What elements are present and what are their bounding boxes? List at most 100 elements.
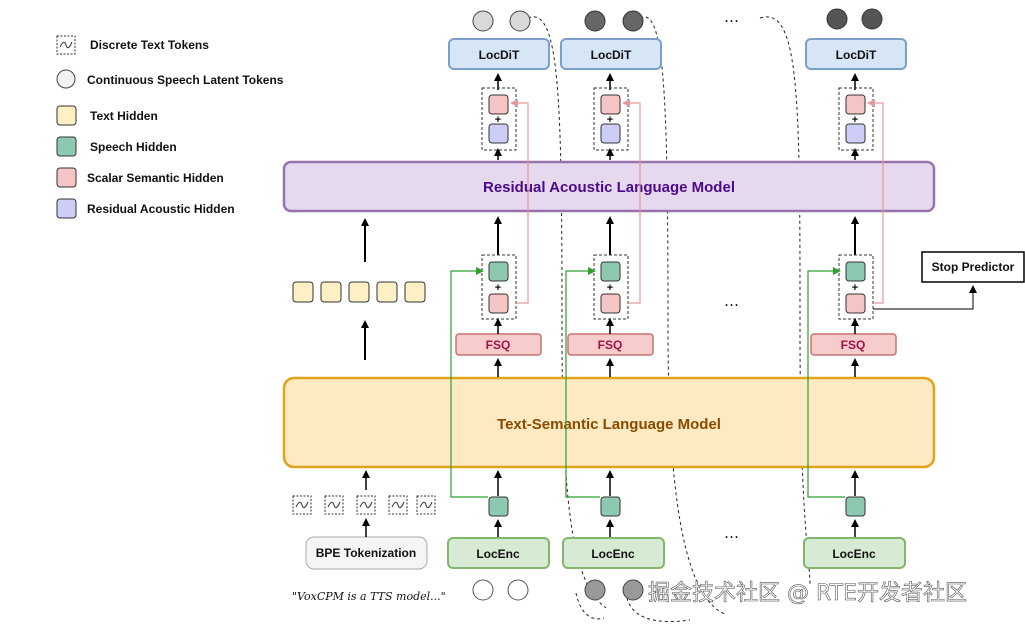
ellipsis-bottom: … bbox=[724, 524, 739, 542]
loop-path-3 bbox=[759, 16, 811, 586]
speech-hidden-cell bbox=[845, 496, 866, 517]
speech-column-3: LocDiT + + FSQ Stop Predictor LocEnc bbox=[803, 8, 1025, 569]
scalar-semantic-swatch bbox=[56, 167, 77, 188]
locenc-label: LocEnc bbox=[832, 547, 876, 561]
legend-label: Residual Acoustic Hidden bbox=[87, 202, 235, 216]
locdit-label: LocDiT bbox=[591, 48, 632, 62]
green-skip-arrow bbox=[450, 267, 488, 498]
locdit-box bbox=[805, 38, 907, 70]
text-column: "VoxCPM is a TTS model..." BPE Tokenizat… bbox=[292, 218, 446, 603]
text-token-icon bbox=[56, 35, 76, 55]
speech-hidden-cell bbox=[600, 496, 621, 517]
residual-acoustic-cell bbox=[845, 123, 866, 144]
locdit-label: LocDiT bbox=[479, 48, 520, 62]
plus-sign: + bbox=[607, 114, 613, 126]
fsq-label: FSQ bbox=[486, 338, 511, 352]
text-hidden-cell bbox=[292, 281, 314, 303]
autoregressive-loops bbox=[527, 16, 811, 623]
stop-predictor-box bbox=[921, 251, 1025, 283]
arrow-to-stop-predictor bbox=[873, 285, 977, 310]
text-hidden-row bbox=[292, 281, 426, 303]
plus-sign: + bbox=[852, 114, 858, 126]
output-latent-circle bbox=[826, 8, 848, 30]
input-latent-circle bbox=[584, 579, 606, 601]
green-skip-arrow bbox=[807, 267, 845, 498]
locenc-box bbox=[562, 537, 665, 569]
output-latent-circle bbox=[472, 10, 494, 32]
plus-sign: + bbox=[495, 114, 501, 126]
tslm-label: Text-Semantic Language Model bbox=[497, 416, 721, 433]
text-token-icon bbox=[292, 495, 312, 515]
plus-sign: + bbox=[495, 282, 501, 294]
residual-acoustic-cell bbox=[488, 123, 509, 144]
speech-hidden-cell bbox=[845, 261, 866, 282]
speech-column-1: LocDiT + + FSQ LocEnc bbox=[447, 10, 550, 601]
output-latent-circle bbox=[622, 10, 644, 32]
output-latent-circle bbox=[861, 8, 883, 30]
output-latent-circle bbox=[584, 10, 606, 32]
stop-predictor-label: Stop Predictor bbox=[932, 260, 1015, 274]
locdit-box bbox=[560, 38, 662, 70]
legend: Discrete Text Tokens Continuous Speech L… bbox=[56, 35, 284, 219]
text-tokens-row bbox=[292, 495, 436, 515]
ralm-label: Residual Acoustic Language Model bbox=[483, 179, 735, 196]
watermark-text: 掘金技术社区 @ RTE开发者社区 bbox=[648, 581, 967, 606]
legend-label: Text Hidden bbox=[90, 109, 158, 123]
pink-skip-arrow bbox=[867, 99, 884, 304]
legend-item-text-tokens: Discrete Text Tokens bbox=[56, 35, 209, 55]
plus-sign: + bbox=[607, 282, 613, 294]
loop-return-2 bbox=[626, 597, 691, 623]
ellipsis-top: … bbox=[724, 8, 739, 26]
speech-hidden-cell bbox=[600, 261, 621, 282]
locenc-box bbox=[803, 537, 906, 569]
locenc-box bbox=[447, 537, 550, 569]
input-latent-circle bbox=[472, 579, 494, 601]
text-hidden-cell bbox=[404, 281, 426, 303]
text-token-icon bbox=[356, 495, 376, 515]
text-hidden-cell bbox=[320, 281, 342, 303]
text-token-icon bbox=[388, 495, 408, 515]
locdit-label: LocDiT bbox=[836, 48, 877, 62]
scalar-semantic-cell bbox=[600, 94, 621, 115]
legend-item-scalar-semantic: Scalar Semantic Hidden bbox=[56, 167, 224, 188]
pink-skip-arrow bbox=[622, 99, 641, 304]
green-skip-arrow bbox=[565, 267, 600, 498]
pink-skip-arrow bbox=[510, 99, 529, 304]
legend-item-speech-hidden: Speech Hidden bbox=[56, 136, 177, 157]
scalar-semantic-cell bbox=[488, 293, 509, 314]
ralm-model: Residual Acoustic Language Model bbox=[282, 160, 936, 213]
locenc-label: LocEnc bbox=[476, 547, 520, 561]
input-latent-circle bbox=[507, 579, 529, 601]
legend-label: Speech Hidden bbox=[90, 140, 177, 154]
input-latent-circle bbox=[622, 579, 644, 601]
text-hidden-cell bbox=[348, 281, 370, 303]
output-latent-circle bbox=[509, 10, 531, 32]
fsq-box bbox=[810, 333, 897, 356]
speech-hidden-cell bbox=[488, 496, 509, 517]
locdit-box bbox=[448, 38, 550, 70]
scalar-semantic-cell bbox=[845, 293, 866, 314]
plus-sign: + bbox=[852, 282, 858, 294]
fsq-label: FSQ bbox=[841, 338, 866, 352]
fsq-label: FSQ bbox=[598, 338, 623, 352]
legend-label: Scalar Semantic Hidden bbox=[87, 171, 224, 185]
text-token-icon bbox=[324, 495, 344, 515]
speech-latent-circle-icon bbox=[56, 69, 76, 89]
ralm-box bbox=[282, 160, 936, 213]
legend-item-text-hidden: Text Hidden bbox=[56, 105, 158, 126]
tslm-box bbox=[282, 376, 936, 469]
text-hidden-swatch bbox=[56, 105, 77, 126]
loop-path-2 bbox=[639, 16, 726, 615]
text-hidden-cell bbox=[376, 281, 398, 303]
scalar-semantic-cell bbox=[845, 94, 866, 115]
input-text: "VoxCPM is a TTS model..." bbox=[292, 590, 446, 603]
bpe-label: BPE Tokenization bbox=[316, 546, 416, 560]
legend-item-residual-acoustic: Residual Acoustic Hidden bbox=[56, 198, 235, 219]
scalar-semantic-cell bbox=[600, 293, 621, 314]
loop-path-1 bbox=[527, 16, 607, 609]
residual-acoustic-cell bbox=[600, 123, 621, 144]
tslm-model: Text-Semantic Language Model bbox=[282, 376, 936, 469]
legend-label: Discrete Text Tokens bbox=[90, 38, 209, 52]
legend-label: Continuous Speech Latent Tokens bbox=[87, 73, 284, 87]
